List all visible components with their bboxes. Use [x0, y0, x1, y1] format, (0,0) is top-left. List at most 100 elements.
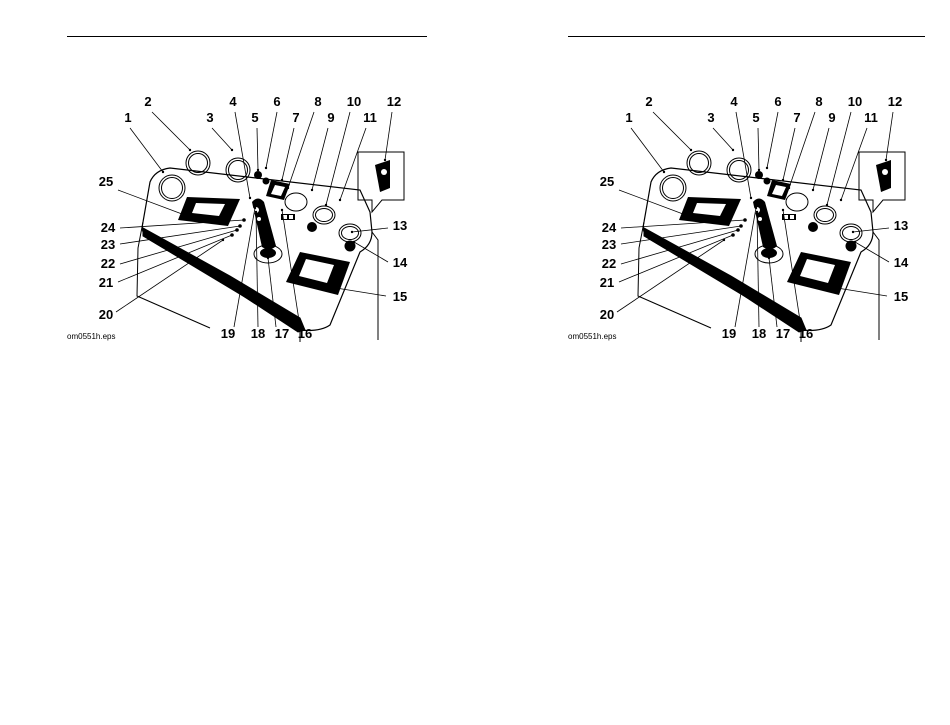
switch-knob-icon	[808, 222, 818, 232]
callout-dot	[231, 149, 233, 151]
callout-dot	[854, 241, 856, 243]
callout-dot	[755, 207, 757, 209]
callout-number-16: 16	[799, 326, 813, 341]
callout-leader	[266, 112, 277, 168]
gauge-bezel	[730, 161, 749, 180]
joystick-boot	[761, 248, 777, 258]
callout-dot	[663, 171, 665, 173]
callout-number-11: 11	[864, 110, 878, 125]
inset-switch-icon	[876, 160, 891, 192]
gauge-bezel	[162, 178, 183, 199]
callout-leader	[758, 128, 759, 170]
callout-number-6: 6	[273, 94, 280, 109]
joystick-boot	[260, 248, 276, 258]
callout-leader	[385, 112, 392, 160]
callout-dot	[162, 171, 164, 173]
callout-dot	[852, 231, 854, 233]
callout-leader	[631, 128, 664, 172]
inset-switch-knob	[882, 169, 888, 175]
callout-dot	[782, 179, 784, 181]
callout-leader	[619, 190, 683, 214]
callout-number-9: 9	[327, 110, 334, 125]
callout-number-12: 12	[888, 94, 902, 109]
callout-dot	[325, 204, 327, 206]
callout-leader	[827, 112, 851, 205]
callout-dot	[239, 225, 241, 227]
callout-dot	[885, 159, 887, 161]
indicator-knob-icon	[764, 178, 771, 185]
callout-number-2: 2	[645, 94, 652, 109]
callout-leader	[257, 128, 258, 170]
callout-number-1: 1	[124, 110, 131, 125]
callout-dot	[682, 213, 684, 215]
callout-dot	[254, 207, 256, 209]
panel-group: 1234567891011121314151617181920212223242…	[99, 94, 408, 342]
gauge-bezel	[843, 227, 860, 240]
joystick-handle-icon	[252, 199, 276, 250]
callout-number-15: 15	[393, 289, 407, 304]
callout-leader	[256, 212, 258, 327]
callout-number-15: 15	[894, 289, 908, 304]
callout-number-14: 14	[393, 255, 408, 270]
callout-leader	[783, 128, 795, 180]
panel-group: 1234567891011121314151617181920212223242…	[600, 94, 909, 342]
gauge-icon	[660, 175, 686, 201]
callout-number-17: 17	[275, 326, 289, 341]
gauge-bezel	[817, 209, 834, 222]
callout-leader	[354, 242, 388, 262]
callout-dot	[249, 197, 251, 199]
panel-side-edge	[873, 232, 879, 340]
callout-leader	[736, 112, 751, 198]
callout-dot	[740, 225, 742, 227]
left-page: 1234567891011121314151617181920212223242…	[0, 0, 475, 725]
callout-dot	[384, 159, 386, 161]
callout-number-11: 11	[363, 110, 377, 125]
callout-leader	[268, 258, 276, 327]
callout-dot	[826, 204, 828, 206]
panel-edge-band	[644, 228, 806, 332]
control-panel-diagram: 1234567891011121314151617181920212223242…	[475, 0, 950, 725]
callout-leader	[713, 128, 733, 150]
callout-dot	[737, 229, 739, 231]
callout-leader	[757, 212, 759, 327]
callout-dot	[744, 219, 746, 221]
callout-dot	[768, 257, 770, 259]
callout-number-23: 23	[101, 237, 115, 252]
joystick-handle-icon	[753, 199, 777, 250]
callout-number-12: 12	[387, 94, 401, 109]
callout-number-9: 9	[828, 110, 835, 125]
callout-leader	[767, 112, 778, 168]
callout-number-8: 8	[815, 94, 822, 109]
callout-number-8: 8	[314, 94, 321, 109]
callout-leader	[769, 258, 777, 327]
figure-caption: om0551h.eps	[67, 332, 115, 341]
panel-edge-band	[143, 228, 305, 332]
callout-dot	[267, 257, 269, 259]
callout-dot	[732, 234, 734, 236]
callout-number-10: 10	[347, 94, 361, 109]
callout-number-5: 5	[752, 110, 759, 125]
callout-dot	[351, 231, 353, 233]
callout-dot	[756, 211, 758, 213]
callout-dot	[836, 287, 838, 289]
callout-number-21: 21	[99, 275, 113, 290]
callout-number-19: 19	[722, 326, 736, 341]
gauge-bezel	[690, 154, 709, 173]
callout-dot	[339, 199, 341, 201]
callout-dot	[812, 189, 814, 191]
callout-dot	[257, 169, 259, 171]
callout-number-13: 13	[393, 218, 407, 233]
gauge-icon	[159, 175, 185, 201]
callout-dot	[255, 211, 257, 213]
callout-number-18: 18	[251, 326, 265, 341]
callout-dot	[236, 229, 238, 231]
callout-leader	[855, 242, 889, 262]
callout-number-2: 2	[144, 94, 151, 109]
switch-knob-icon	[307, 222, 317, 232]
callout-number-22: 22	[101, 256, 115, 271]
gauge-bezel	[229, 161, 248, 180]
callout-dot	[189, 149, 191, 151]
callout-number-20: 20	[600, 307, 614, 322]
callout-dot	[281, 179, 283, 181]
